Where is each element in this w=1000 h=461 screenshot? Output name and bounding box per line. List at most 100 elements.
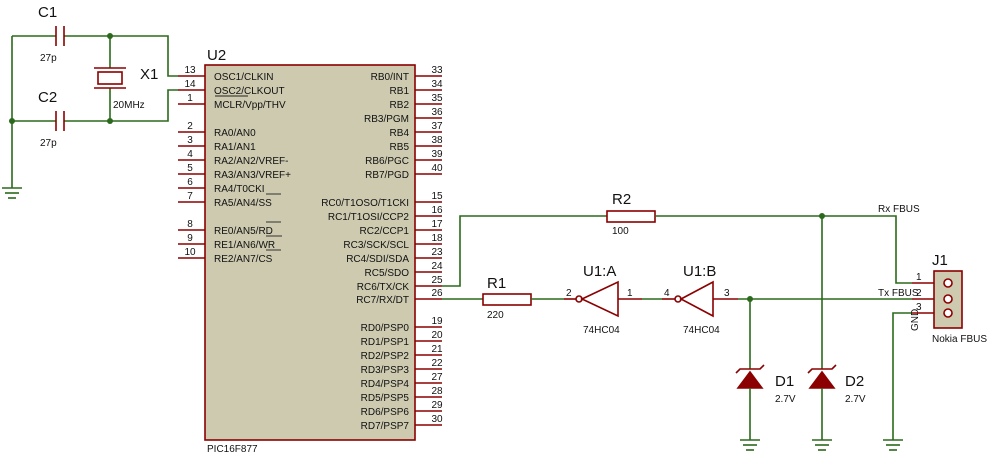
u2-pin-number: 17 bbox=[431, 219, 443, 230]
r1-body bbox=[482, 293, 532, 306]
u2-pin-label: RA3/AN3/VREF+ bbox=[214, 170, 291, 181]
u2-pin-number: 18 bbox=[431, 233, 443, 244]
u2-pin-number: 34 bbox=[431, 79, 443, 90]
junction-dot bbox=[9, 118, 15, 124]
j1-pin-number: 2 bbox=[916, 288, 922, 299]
u2-pin-label: RB1 bbox=[390, 86, 410, 97]
c1-value: 27p bbox=[40, 53, 57, 64]
u2-pin-number: 40 bbox=[431, 163, 443, 174]
u2-pin-label: RC5/SDO bbox=[365, 268, 410, 279]
x1-ref: X1 bbox=[140, 66, 158, 83]
u2-pin-number: 25 bbox=[431, 275, 443, 286]
d2-zener-bar bbox=[807, 364, 837, 374]
u2-right-pins: 33RB0/INT34RB135RB236RB3/PGM37RB438RB539… bbox=[321, 65, 443, 432]
ground-symbol bbox=[740, 439, 760, 451]
u2-pin-number: 9 bbox=[187, 233, 193, 244]
u2-pin-label: RD1/PSP1 bbox=[361, 337, 410, 348]
c2-ref: C2 bbox=[38, 89, 57, 106]
u2-pin-label: RB3/PGM bbox=[364, 114, 409, 125]
u2-pin-label: RB5 bbox=[390, 142, 410, 153]
u2-body bbox=[204, 64, 416, 441]
x1-body bbox=[97, 71, 123, 85]
x1-value: 20MHz bbox=[113, 100, 145, 111]
c1-ref: C1 bbox=[38, 4, 57, 21]
net-label-gnd: GND bbox=[910, 309, 921, 331]
u2-pin-number: 21 bbox=[431, 344, 443, 355]
d2-ref: D2 bbox=[845, 373, 864, 390]
u2-pin-number: 5 bbox=[187, 163, 193, 174]
j1-pin-number: 3 bbox=[916, 302, 922, 313]
u1a-value: 74HC04 bbox=[583, 325, 620, 336]
serial-interface: R2 100 Rx FBUS R1 220 2 U1:A 74HC04 1 4 … bbox=[442, 191, 987, 451]
r2-ref: R2 bbox=[612, 191, 631, 208]
u2-pin-number: 3 bbox=[187, 135, 193, 146]
u2-part-number: PIC16F877 bbox=[207, 444, 258, 455]
j1-contact bbox=[943, 294, 953, 304]
u2-pin-label: RC6/TX/CK bbox=[357, 282, 410, 293]
u2-pin-number: 20 bbox=[431, 330, 443, 341]
u2-pin-number: 33 bbox=[431, 65, 443, 76]
u2-pin-number: 26 bbox=[431, 288, 443, 299]
u2-pin-label: RB2 bbox=[390, 100, 410, 111]
r2-value: 100 bbox=[612, 226, 629, 237]
u1a-ref: U1:A bbox=[583, 263, 616, 280]
u2-pin-label: RC7/RX/DT bbox=[356, 295, 409, 306]
ground-symbol bbox=[812, 439, 832, 451]
u2-pin-label: RC2/CCP1 bbox=[360, 226, 410, 237]
u2-pin-label: RD3/PSP3 bbox=[361, 365, 410, 376]
u2-pin-label: RE2/AN7/CS bbox=[214, 254, 273, 265]
j1-contact bbox=[943, 308, 953, 318]
d1-value: 2.7V bbox=[775, 394, 796, 405]
u2-pin-label: RE0/AN5/RD bbox=[214, 226, 273, 237]
u2-pin-number: 28 bbox=[431, 386, 443, 397]
u2-pin-label: RC1/T1OSI/CCP2 bbox=[328, 212, 410, 223]
u2-pin-number: 39 bbox=[431, 149, 443, 160]
u2-pin-number: 30 bbox=[431, 414, 443, 425]
u2-pin-number: 6 bbox=[187, 177, 193, 188]
u2-pin-label: RB0/INT bbox=[371, 72, 409, 83]
u1b-ref: U1:B bbox=[683, 263, 716, 280]
u2-pin-label: RD7/PSP7 bbox=[361, 421, 410, 432]
u2-pin-label: OSC2/CLKOUT bbox=[214, 86, 285, 97]
wire-tx-to-r2 bbox=[442, 215, 607, 287]
u2-pin-label: RD6/PSP6 bbox=[361, 407, 410, 418]
d1-body bbox=[736, 370, 764, 389]
junction-dot bbox=[107, 33, 113, 39]
u2-pin-number: 37 bbox=[431, 121, 443, 132]
net-label-rx: Rx FBUS bbox=[878, 204, 920, 215]
j1-ref: J1 bbox=[932, 252, 948, 269]
u2-pin-number: 10 bbox=[184, 247, 196, 258]
u2-pin-label: OSC1/CLKIN bbox=[214, 72, 273, 83]
u2-pin-label: RC4/SDI/SDA bbox=[346, 254, 409, 265]
u2-pin-number: 15 bbox=[431, 191, 443, 202]
u2-pin-number: 14 bbox=[184, 79, 196, 90]
u2-left-pins: 13OSC1/CLKIN14OSC2/CLKOUT1MCLR/Vpp/THV2R… bbox=[178, 65, 291, 265]
u2-pin-label: RA0/AN0 bbox=[214, 128, 256, 139]
ground-symbol bbox=[2, 187, 22, 199]
u2-pin-number: 35 bbox=[431, 93, 443, 104]
oscillator-network: C1 27p C2 27p X1 20MHz bbox=[2, 4, 178, 199]
wire-gnd-fbus bbox=[892, 312, 912, 440]
u2-pin-number: 1 bbox=[187, 93, 193, 104]
u2-pin-number: 22 bbox=[431, 358, 443, 369]
u2-pin-number: 13 bbox=[184, 65, 196, 76]
r2-body bbox=[606, 210, 656, 223]
u2-pin-label: MCLR/Vpp/THV bbox=[214, 100, 286, 111]
u1a-pin-in-number: 2 bbox=[566, 288, 572, 299]
u2-pin-label: RD5/PSP5 bbox=[361, 393, 410, 404]
u2-pin-label: RD4/PSP4 bbox=[361, 379, 410, 390]
u2-pin-label: RB4 bbox=[390, 128, 410, 139]
u2-pin-number: 29 bbox=[431, 400, 443, 411]
u2-pin-label: RB7/PGD bbox=[365, 170, 409, 181]
u2-ref: U2 bbox=[207, 47, 226, 64]
u2-pin-number: 8 bbox=[187, 219, 193, 230]
u1b-value: 74HC04 bbox=[683, 325, 720, 336]
u2-pin-number: 19 bbox=[431, 316, 443, 327]
u1b-pin-out-number: 3 bbox=[724, 288, 730, 299]
r1-ref: R1 bbox=[487, 275, 506, 292]
j1-value: Nokia FBUS bbox=[932, 334, 987, 345]
u2-pin-number: 7 bbox=[187, 191, 193, 202]
j1-contact bbox=[943, 278, 953, 288]
